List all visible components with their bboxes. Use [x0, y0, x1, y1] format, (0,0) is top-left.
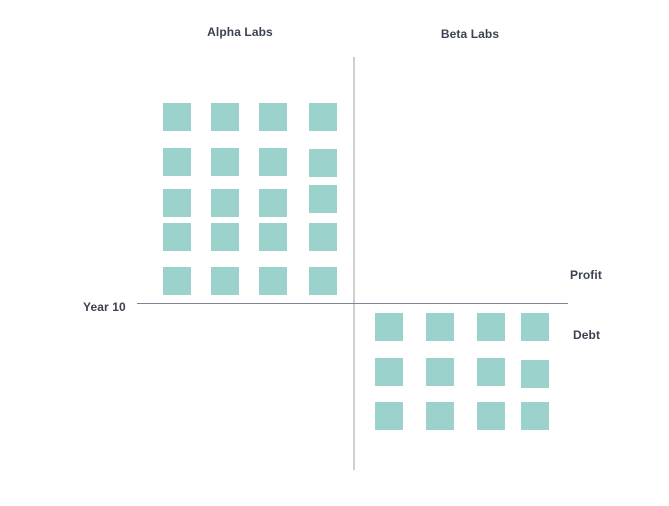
vertical-axis-line	[353, 57, 355, 470]
pictogram-unit-square	[163, 223, 191, 251]
horizontal-axis-line	[137, 303, 568, 304]
pictogram-unit-square	[426, 402, 454, 430]
group-label-left: Alpha Labs	[207, 25, 273, 39]
pictogram-unit-square	[426, 313, 454, 341]
series-label-debt: Debt	[573, 328, 601, 342]
pictogram-unit-square	[163, 103, 191, 131]
pictogram-unit-square	[259, 267, 287, 295]
pictogram-unit-square	[163, 189, 191, 217]
pictogram-unit-square	[521, 402, 549, 430]
group-label-right: Beta Labs	[440, 27, 500, 41]
pictogram-unit-square	[211, 148, 239, 176]
pictogram-unit-square	[309, 185, 337, 213]
series-label-profit: Profit	[570, 268, 602, 282]
pictogram-unit-square	[259, 189, 287, 217]
pictogram-unit-square	[477, 402, 505, 430]
pictogram-unit-square	[211, 267, 239, 295]
pictogram-unit-square	[309, 149, 337, 177]
pictogram-unit-square	[259, 103, 287, 131]
pictogram-unit-square	[163, 148, 191, 176]
pictogram-unit-square	[375, 402, 403, 430]
pictogram-unit-square	[211, 103, 239, 131]
pictogram-unit-square	[477, 358, 505, 386]
pictogram-unit-square	[211, 189, 239, 217]
pictogram-unit-square	[375, 313, 403, 341]
pictogram-unit-square	[375, 358, 403, 386]
pictogram-unit-square	[426, 358, 454, 386]
pictogram-unit-square	[521, 360, 549, 388]
pictogram-unit-square	[211, 223, 239, 251]
pictogram-unit-square	[259, 223, 287, 251]
pictogram-unit-square	[259, 148, 287, 176]
pictogram-unit-square	[309, 223, 337, 251]
pictogram-unit-square	[309, 103, 337, 131]
pictogram-unit-square	[477, 313, 505, 341]
pictogram-unit-square	[309, 267, 337, 295]
row-label-year: Year 10	[83, 300, 126, 314]
pictogram-unit-square	[521, 313, 549, 341]
pictogram-unit-square	[163, 267, 191, 295]
